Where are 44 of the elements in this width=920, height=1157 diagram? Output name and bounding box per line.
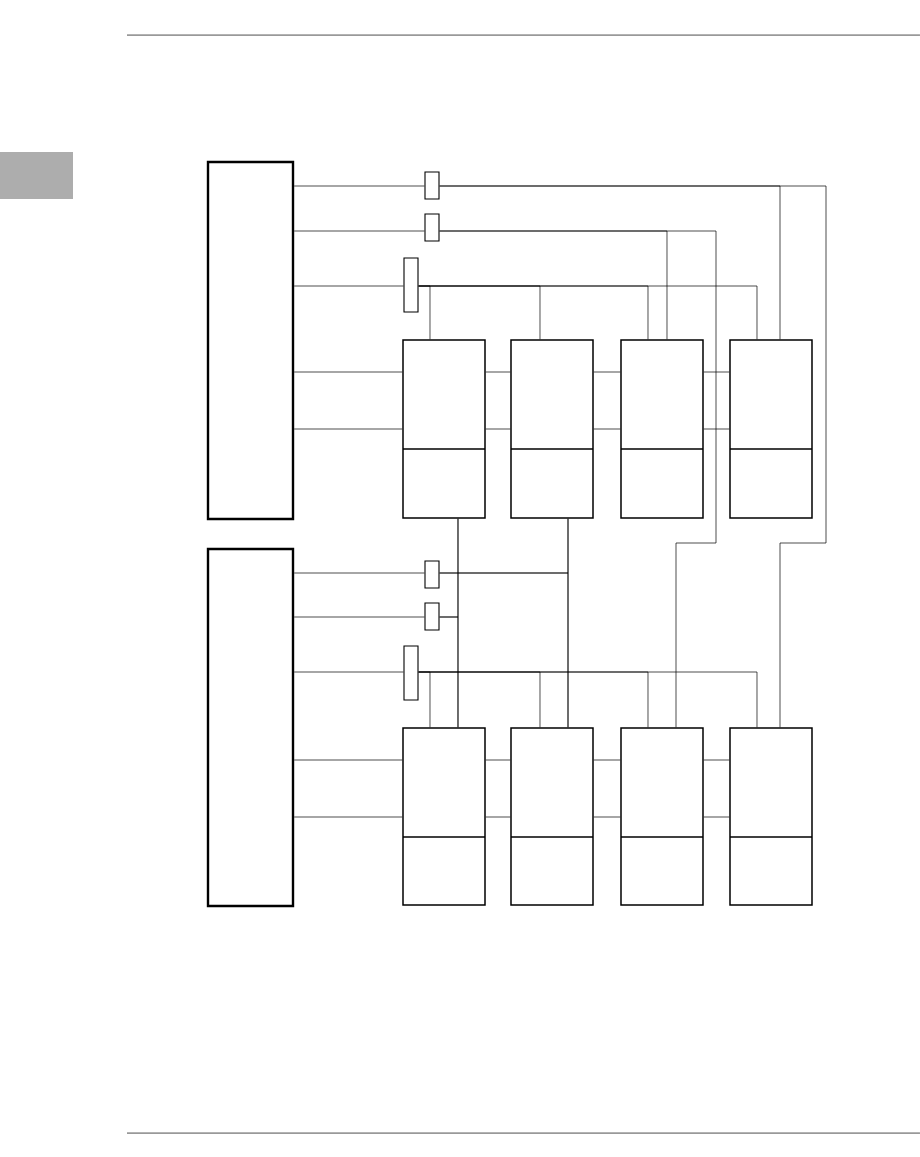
connector-line xyxy=(593,816,621,818)
connector-line xyxy=(293,230,425,232)
small-box xyxy=(424,213,440,242)
module-box xyxy=(620,727,704,906)
connector-line xyxy=(485,428,511,430)
connector-line xyxy=(439,518,569,574)
small-box xyxy=(424,171,440,200)
connector-line xyxy=(485,759,511,761)
connector-line xyxy=(485,816,511,818)
connector-line xyxy=(593,428,621,430)
connector-line xyxy=(439,185,827,728)
connector-line xyxy=(485,371,511,373)
module-box xyxy=(402,339,486,519)
connector-line xyxy=(293,371,403,373)
connector-line xyxy=(703,816,730,818)
connector-line xyxy=(293,671,404,673)
connector-line xyxy=(418,285,758,340)
module-box xyxy=(729,727,813,906)
module-box xyxy=(729,339,813,519)
connector-line xyxy=(293,428,403,430)
module-box xyxy=(402,727,486,906)
large-box xyxy=(206,547,295,908)
connector-line xyxy=(703,371,730,373)
connector-line xyxy=(439,230,717,728)
small-box xyxy=(403,645,419,701)
connector-line xyxy=(593,759,621,761)
connector-line xyxy=(293,616,425,618)
connector-line xyxy=(293,759,403,761)
connector-line xyxy=(293,572,425,574)
module-box xyxy=(620,339,704,519)
connector-line xyxy=(293,285,404,287)
small-box xyxy=(403,257,419,313)
connector-line xyxy=(703,428,730,430)
module-box xyxy=(510,727,594,906)
small-box xyxy=(424,560,440,589)
connector-line xyxy=(293,816,403,818)
connector-line xyxy=(418,671,758,728)
small-box xyxy=(424,602,440,631)
connector-line xyxy=(439,518,459,618)
connector-line xyxy=(593,371,621,373)
connector-line xyxy=(703,759,730,761)
large-box xyxy=(206,160,295,521)
module-box xyxy=(510,339,594,519)
connector-line xyxy=(293,185,425,187)
